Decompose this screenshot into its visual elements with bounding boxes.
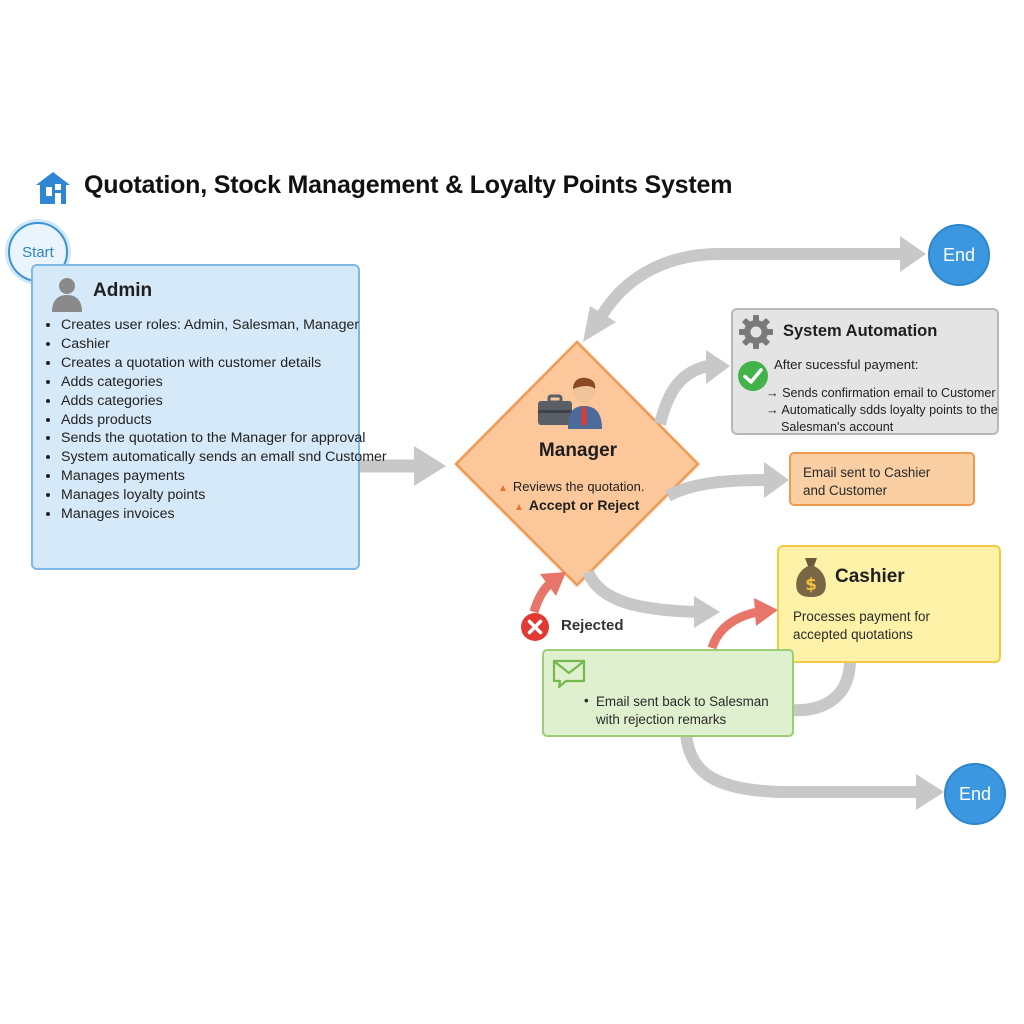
admin-task-item: Adds products [61,411,387,430]
email-notice-line: Email sent to Cashier [803,465,931,480]
manager-decision-label: Accept or Reject [528,497,640,513]
gear-icon [739,315,773,349]
cashier-description: Processes payment for accepted quotation… [793,608,930,643]
system-automation-box[interactable] [731,308,999,435]
admin-task-list: Creates user roles: Admin, Salesman, Man… [44,316,387,524]
end-label: End [958,783,992,804]
rejection-email-line: Email sent back to Salesman [596,694,769,709]
email-notice-line: and Customer [803,482,888,498]
arrowhead-admin-to-manager [414,446,446,486]
admin-task-item: Manages loyalty points [61,486,387,505]
arrow-to-end-bottom [680,733,918,798]
admin-task-item: Creates user roles: Admin, Salesman, Man… [61,316,387,335]
cashier-desc-line: accepted quotations [793,626,913,642]
rejection-email-line: with rejection remarks [596,711,727,727]
warning-triangle-icon: ▲ [498,483,508,494]
admin-task-item: Adds categories [61,392,387,411]
manager-briefcase-icon [538,377,602,429]
system-automation-subtitle: After sucessful payment: [774,357,919,372]
cashier-title: Cashier [835,566,905,587]
arrow-rejection-to-cashier [707,607,759,650]
system-automation-step: → Sends confirmation email to Customer [766,386,996,400]
admin-task-item: Adds categories [61,373,387,392]
rejected-label: Rejected [561,617,624,634]
email-notice-box[interactable]: Email sent to Cashier and Customer [789,452,975,506]
arrowhead-to-end-top [900,236,926,272]
user-avatar-icon [52,278,82,312]
manager-review-text: ▲ Reviews the quotation. [498,479,644,494]
warning-triangle-icon: ▲ [514,502,524,513]
rejection-email-text: Email sent back to Salesman with rejecti… [596,693,769,728]
admin-task-item: Manages payments [61,467,387,486]
money-bag-icon: $ [796,558,826,597]
arrow-manager-to-automation [654,360,710,426]
arrowhead-rejection-to-cashier [754,598,778,626]
admin-title: Admin [93,280,153,301]
end-label: End [942,244,976,265]
manager-review-label: Reviews the quotation. [512,479,645,494]
admin-task-item: Creates a quotation with customer detail… [61,354,387,373]
system-automation-step-cont: Salesman's account [781,420,894,434]
arrowhead-to-end-bottom [916,774,944,810]
end-node-bottom[interactable]: End [944,763,1006,825]
admin-task-item: Cashier [61,335,387,354]
admin-task-item: Manages invoices [61,505,387,524]
system-automation-step: → Automatically sdds loyalty points to t… [766,403,998,417]
manager-decision-text: ▲ Accept or Reject [514,497,639,513]
page-title: Quotation, Stock Management & Loyalty Po… [84,171,733,199]
arrowhead-loop-to-manager [583,306,616,342]
mail-icon [552,659,586,689]
cashier-desc-line: Processes payment for [793,609,930,624]
rejected-x-icon [521,613,549,641]
start-label: Start [22,243,54,261]
admin-task-item: Sends the quotation to the Manager for a… [61,429,387,448]
arrowhead-manager-to-cashier [694,596,720,628]
end-node-top[interactable]: End [928,224,990,286]
admin-box[interactable] [31,264,360,570]
arrow-manager-to-cashier [582,569,697,618]
arrowhead-rejected-to-manager [540,572,566,596]
arrowhead-manager-to-automation [706,350,730,384]
arrow-cashier-loop [789,659,856,717]
arrow-loop-to-manager [592,248,902,325]
arrow-manager-to-email [665,474,767,502]
admin-task-item: System automatically sends an emall snd … [61,448,387,467]
building-icon [36,172,70,204]
rejection-bullet: • [584,693,589,708]
svg-text:$: $ [805,575,817,595]
manager-title: Manager [538,440,618,461]
arrowhead-manager-to-email [764,462,789,498]
system-automation-title: System Automation [783,322,938,340]
checkmark-icon [738,361,768,391]
